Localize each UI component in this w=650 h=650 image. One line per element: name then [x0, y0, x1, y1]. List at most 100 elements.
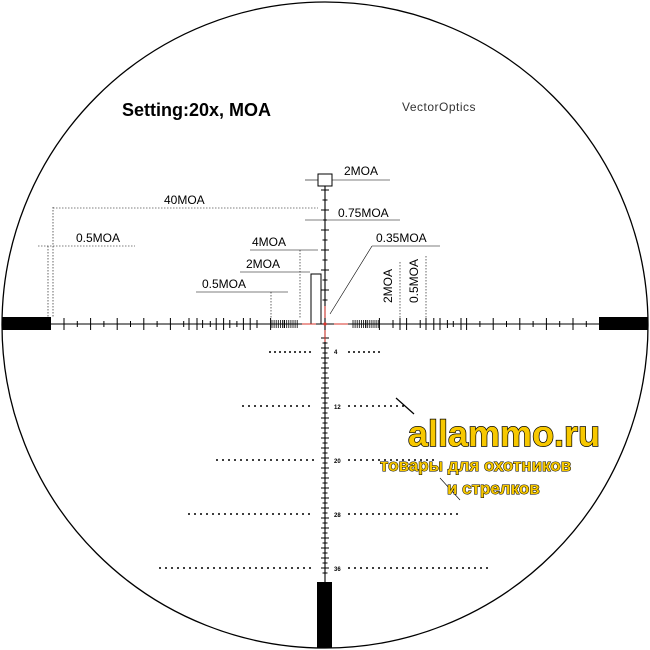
hold-dot	[396, 513, 398, 515]
hold-dot	[284, 351, 286, 353]
label-4moa: 4MOA	[252, 235, 286, 249]
hold-dot	[360, 405, 362, 407]
hold-dot	[188, 513, 190, 515]
hold-dot	[248, 405, 250, 407]
hold-dot	[297, 567, 299, 569]
label-40moa: 40MOA	[164, 193, 205, 207]
hold-dot	[414, 513, 416, 515]
hold-dot	[378, 405, 380, 407]
dimension-lines	[38, 179, 440, 318]
hold-dot	[408, 513, 410, 515]
hold-dot	[260, 513, 262, 515]
hold-dot	[384, 567, 386, 569]
distance-label-20: 20	[334, 459, 341, 465]
hold-dot	[291, 567, 293, 569]
hold-dot	[285, 567, 287, 569]
hold-dot	[372, 459, 374, 461]
hold-dot	[354, 513, 356, 515]
hold-dot	[290, 405, 292, 407]
hold-dot	[390, 513, 392, 515]
hold-dot	[372, 567, 374, 569]
hold-dot	[402, 567, 404, 569]
hold-dot	[212, 513, 214, 515]
hold-dot	[312, 459, 314, 461]
hold-dot	[348, 513, 350, 515]
hold-dot	[278, 405, 280, 407]
hold-dot	[255, 567, 257, 569]
hold-dot	[248, 513, 250, 515]
hold-dot	[432, 513, 434, 515]
hold-dot	[396, 405, 398, 407]
hold-dot	[237, 567, 239, 569]
hold-dot	[302, 513, 304, 515]
hold-dot	[299, 351, 301, 353]
hold-dot	[260, 405, 262, 407]
hold-dot	[468, 567, 470, 569]
hold-dot	[266, 405, 268, 407]
hold-dot	[444, 513, 446, 515]
hold-dot	[456, 513, 458, 515]
label-vertical-2moa: 2MOA	[381, 269, 395, 303]
hold-dot	[218, 513, 220, 515]
hold-dot	[294, 459, 296, 461]
hold-dot	[372, 405, 374, 407]
hold-dot	[195, 567, 197, 569]
hold-dot	[189, 567, 191, 569]
distance-label-36: 36	[334, 567, 341, 573]
hold-dot	[228, 459, 230, 461]
hold-dot	[213, 567, 215, 569]
hold-dot	[302, 405, 304, 407]
hold-dot	[450, 513, 452, 515]
center-cross	[302, 306, 348, 342]
hold-dot	[242, 405, 244, 407]
stadia-box	[310, 273, 322, 325]
hold-dot	[384, 459, 386, 461]
center-dot	[323, 322, 327, 326]
hold-dot	[207, 567, 209, 569]
hold-dot	[426, 459, 428, 461]
hold-dot	[279, 351, 281, 353]
hold-dot	[282, 459, 284, 461]
hold-dot	[408, 567, 410, 569]
label-inner-05moa: 0.5MOA	[202, 277, 246, 291]
hold-dot	[183, 567, 185, 569]
hold-dot	[206, 513, 208, 515]
hold-dot	[274, 351, 276, 353]
hold-dot	[366, 459, 368, 461]
hold-dot	[432, 459, 434, 461]
hold-dot	[272, 513, 274, 515]
hold-dot	[201, 567, 203, 569]
hold-dot	[258, 459, 260, 461]
hold-dot	[420, 459, 422, 461]
hold-dot	[420, 567, 422, 569]
label-035moa: 0.35MOA	[376, 231, 427, 245]
label-075moa: 0.75MOA	[338, 206, 389, 220]
hold-dot	[348, 459, 350, 461]
hold-dot	[414, 459, 416, 461]
hold-dot	[378, 351, 380, 353]
hold-dot	[390, 567, 392, 569]
hold-dot	[368, 351, 370, 353]
hold-dot	[261, 567, 263, 569]
fine-hash-right	[352, 320, 379, 328]
hold-dot	[358, 351, 360, 353]
vertical-ticks	[321, 189, 329, 574]
wind-holds	[159, 351, 488, 569]
distance-label-12: 12	[334, 405, 341, 411]
hold-dot	[306, 459, 308, 461]
hold-dot	[363, 351, 365, 353]
hold-dot	[234, 459, 236, 461]
hold-dot	[308, 513, 310, 515]
hold-dot	[308, 405, 310, 407]
hold-dot	[276, 459, 278, 461]
hold-dot	[200, 513, 202, 515]
hold-dot	[230, 513, 232, 515]
hold-dot	[360, 459, 362, 461]
hold-dot	[272, 405, 274, 407]
hold-dot	[254, 513, 256, 515]
label-mid-2moa: 2MOA	[246, 257, 280, 271]
brand-logo: VectorOptics	[402, 100, 476, 114]
hold-dot	[426, 567, 428, 569]
hold-dot	[354, 405, 356, 407]
hold-dot	[303, 567, 305, 569]
